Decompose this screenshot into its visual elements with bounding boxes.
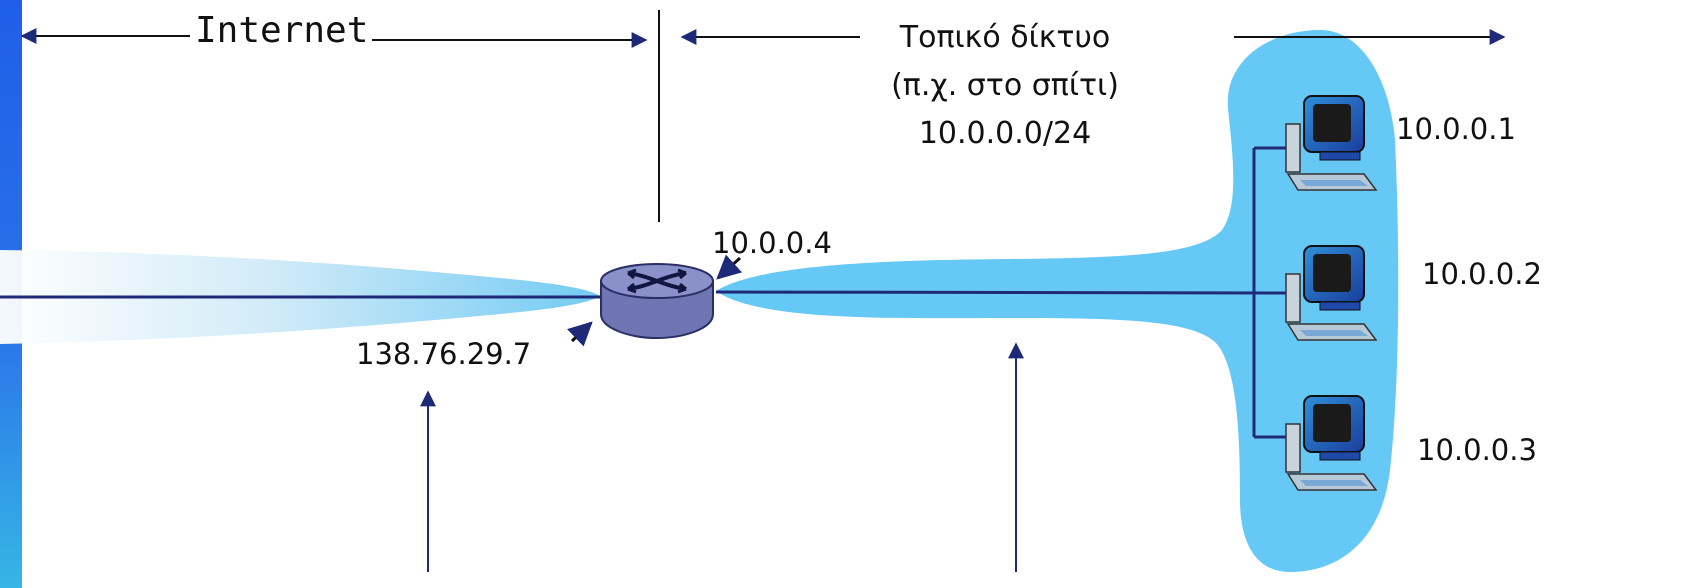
local-network-line2: (π.χ. στο σπίτι)	[891, 68, 1119, 103]
router-icon	[600, 263, 714, 340]
host2-computer-icon	[1285, 245, 1378, 341]
router-lan-ip: 10.0.0.4	[712, 226, 832, 260]
wan-ip-pointer	[567, 321, 593, 347]
lan-cloud	[716, 30, 1399, 572]
internet-label: Internet	[195, 10, 369, 51]
router-wan-ip: 138.76.29.7	[356, 337, 532, 371]
host3-ip: 10.0.0.3	[1417, 433, 1537, 467]
local-network-subnet: 10.0.0.0/24	[918, 116, 1092, 151]
host1-ip: 10.0.0.1	[1396, 112, 1516, 146]
lan-link	[715, 290, 1291, 295]
lan-ip-pointer	[716, 254, 743, 280]
local-network-line1: Τοπικό δίκτυο	[899, 20, 1111, 55]
host2-ip: 10.0.0.2	[1422, 257, 1542, 291]
host3-computer-icon	[1285, 395, 1378, 491]
host1-computer-icon	[1285, 95, 1378, 191]
local-network-title: Τοπικό δίκτυο (π.χ. στο σπίτι) 10.0.0.0/…	[855, 14, 1155, 158]
